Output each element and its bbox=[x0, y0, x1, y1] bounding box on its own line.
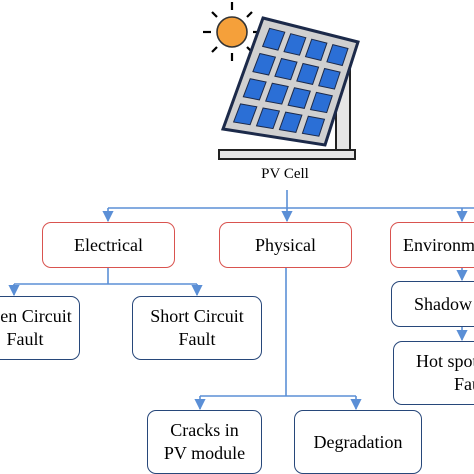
panel-cell bbox=[309, 91, 333, 114]
category-electrical-label: Electrical bbox=[74, 234, 143, 255]
leaf-line: Fault bbox=[178, 329, 216, 349]
leaf-shadow: Shadow bbox=[391, 281, 474, 327]
panel-cell bbox=[261, 27, 286, 51]
panel-cell bbox=[287, 87, 311, 109]
leaf-cracks-in-pv-module: Cracks in PV module bbox=[147, 410, 262, 474]
panel-cell bbox=[318, 67, 341, 90]
leaf-line: Degradation bbox=[313, 431, 403, 452]
leaf-short-circuit-fault: Short Circuit Fault bbox=[132, 296, 262, 360]
panel-cell bbox=[301, 115, 326, 137]
leaf-line: Shadow bbox=[414, 293, 472, 314]
panel-cell bbox=[326, 44, 349, 67]
leaf-line: Open Circuit bbox=[0, 306, 72, 326]
leaf-line: Hot spot bbox=[416, 351, 474, 371]
sun-icon bbox=[203, 2, 261, 61]
panel-cell bbox=[255, 107, 281, 130]
panel-cell bbox=[242, 78, 267, 101]
leaf-line: Fault bbox=[454, 374, 474, 394]
category-electrical: Electrical bbox=[42, 222, 175, 268]
leaf-degradation: Degradation bbox=[294, 410, 422, 474]
leaf-hot-spot-fault: Hot spot Fault bbox=[393, 341, 474, 405]
solar-panel-icon bbox=[203, 2, 360, 160]
panel-cell bbox=[283, 33, 307, 56]
panel-cell bbox=[304, 38, 328, 61]
leaf-line: Cracks in bbox=[170, 420, 239, 440]
category-environmental: Environmental bbox=[390, 222, 474, 268]
panel-cell bbox=[274, 57, 298, 81]
panel-cell bbox=[232, 103, 258, 126]
leaf-line: Short Circuit bbox=[150, 306, 244, 326]
leaf-open-circuit-fault: Open Circuit Fault bbox=[0, 296, 80, 360]
panel-cell bbox=[278, 111, 303, 133]
panel-cell bbox=[265, 82, 289, 105]
category-physical-label: Physical bbox=[255, 234, 316, 255]
leaf-line: Fault bbox=[6, 329, 44, 349]
panel-cell bbox=[296, 62, 320, 85]
panel-cell bbox=[252, 52, 277, 76]
category-environmental-label: Environmental bbox=[403, 234, 474, 255]
category-physical: Physical bbox=[219, 222, 352, 268]
root-label: PV Cell bbox=[261, 166, 309, 182]
leaf-line: PV module bbox=[163, 443, 246, 463]
